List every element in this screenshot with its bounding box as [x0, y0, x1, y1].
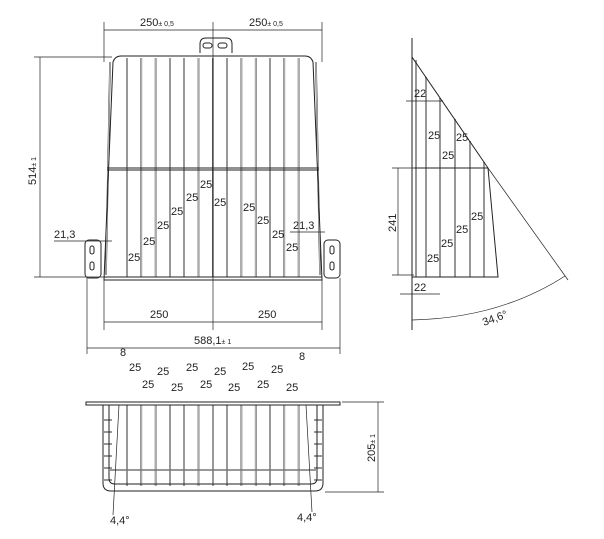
spacing-dim: 25	[142, 379, 154, 391]
left-offset: 8	[120, 347, 126, 359]
depth-dim: 205± 1	[366, 434, 378, 462]
bottom-left-dim: 250	[150, 309, 168, 321]
side-bottom-offset: 22	[414, 282, 426, 294]
angle-line	[112, 404, 120, 516]
bottom-basket-wires	[104, 405, 322, 486]
spacing-dim: 25	[171, 382, 183, 394]
spacing-dim: 25	[257, 215, 269, 227]
right-mounting-bracket	[323, 239, 341, 279]
spacing-dim: 25	[157, 366, 169, 378]
spacing-dim: 25	[242, 361, 254, 373]
spacing-dim: 25	[243, 202, 255, 214]
side-angle: 34,6°	[481, 309, 509, 329]
spacing-dim: 25	[200, 379, 212, 391]
side-height-dim: 241	[387, 214, 399, 232]
left-bracket-hole	[89, 245, 95, 255]
left-offset-dim: 21,3	[54, 229, 75, 241]
spacing-dim: 25	[228, 382, 240, 394]
angle-arc	[411, 275, 566, 321]
spacing-dim: 25	[129, 362, 141, 374]
left-angle: 4,4°	[110, 515, 130, 527]
right-bracket-hole	[329, 261, 335, 271]
spacing-dim: 25	[286, 382, 298, 394]
spacing-dim: 25	[128, 252, 140, 264]
bottom-right-dim: 250	[258, 309, 276, 321]
bottom-view: 4,4° 4,4° 8 8 205± 1 25 25 25 25 25 25 2…	[85, 347, 384, 527]
top-plate	[85, 401, 341, 406]
spacing-dim: 25	[442, 150, 454, 162]
spacing-dim: 25	[157, 220, 169, 232]
spacing-dim: 25	[272, 229, 284, 241]
spacing-dim: 25	[441, 238, 453, 250]
spacing-dim: 25	[286, 242, 298, 254]
spacing-dim: 25	[456, 132, 468, 144]
right-offset-dim: 21,3	[293, 220, 314, 232]
spacing-dim: 25	[171, 206, 183, 218]
spacing-dim: 25	[271, 364, 283, 376]
spacing-dim: 25	[200, 179, 212, 191]
front-basket-outline	[103, 55, 323, 281]
angle-ref-line	[487, 167, 569, 281]
spacing-dim: 25	[428, 130, 440, 142]
spacing-dim: 25	[214, 366, 226, 378]
front-view: 250± 0,5 250± 0,5 514± 1 21,3 21,3 25 25…	[27, 17, 341, 354]
side-outline	[411, 56, 499, 278]
tab-slot-right	[217, 42, 228, 49]
spacing-dim: 25	[214, 197, 226, 209]
overall-width-dim: 588,1± 1	[194, 335, 231, 347]
angle-line	[305, 404, 313, 513]
left-mounting-bracket	[84, 239, 102, 279]
right-offset: 8	[299, 351, 305, 363]
spacing-dim: 25	[471, 211, 483, 223]
right-angle: 4,4°	[297, 512, 317, 524]
height-dim: 514± 1	[27, 157, 39, 185]
top-left-dim: 250± 0,5	[140, 17, 174, 29]
spacing-dim: 25	[186, 192, 198, 204]
spacing-dim: 25	[186, 362, 198, 374]
left-bracket-hole	[89, 261, 95, 271]
side-basket-wires	[415, 60, 485, 277]
side-top-offset: 22	[414, 88, 426, 100]
front-spacing-dims: 25 25 25 25 25 25 25 25 25 25 25	[128, 179, 298, 264]
spacing-dim: 25	[427, 253, 439, 265]
right-bracket-hole	[329, 245, 335, 255]
bottom-inner-outline	[108, 405, 318, 485]
top-right-dim: 250± 0,5	[249, 17, 283, 29]
spacing-dim: 25	[143, 236, 155, 248]
spacing-dim: 25	[257, 379, 269, 391]
side-view: 34,6° 241 22 22 25 25 25 25 25 25 25	[387, 38, 569, 330]
tab-slot-left	[202, 42, 213, 49]
bottom-outline	[102, 405, 324, 492]
hanging-tab	[199, 37, 233, 53]
spacing-dim: 25	[456, 224, 468, 236]
